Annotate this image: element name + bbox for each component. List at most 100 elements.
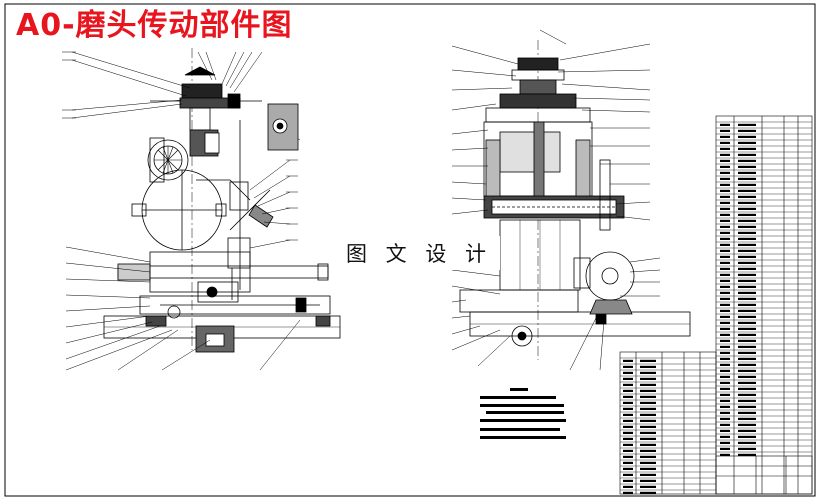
table-cell-text xyxy=(738,237,756,240)
table-cell-text xyxy=(720,375,730,378)
table-cell-text xyxy=(738,153,756,156)
table-cell-text xyxy=(720,267,730,270)
table-cell-text xyxy=(738,399,756,402)
table-cell-text xyxy=(738,219,756,222)
table-cell-text xyxy=(640,407,656,410)
table-cell-text xyxy=(640,437,656,440)
table-cell-text xyxy=(720,429,730,432)
table-cell-text xyxy=(738,261,756,264)
table-cell-text xyxy=(738,123,756,126)
table-cell-text xyxy=(720,411,730,414)
table-cell-text xyxy=(720,237,730,240)
table-cell-text xyxy=(720,297,730,300)
table-cell-text xyxy=(640,467,656,470)
table-cell-text xyxy=(720,177,730,180)
table-cell-text xyxy=(738,297,756,300)
table-cell-text xyxy=(720,315,730,318)
technical-notes xyxy=(480,388,566,439)
parts-list-left xyxy=(619,351,717,495)
table-cell-text xyxy=(738,171,756,174)
table-cell-text xyxy=(720,423,730,426)
table-cell-text xyxy=(738,159,756,162)
table-cell-text xyxy=(720,243,730,246)
table-cell-text xyxy=(640,371,656,374)
table-cell-text xyxy=(738,141,756,144)
table-cell-text xyxy=(720,381,730,384)
table-cell-text xyxy=(623,431,633,434)
table-cell-text xyxy=(738,213,756,216)
table-cell-text xyxy=(720,345,730,348)
table-cell-text xyxy=(720,387,730,390)
title-block xyxy=(715,455,813,495)
table-cell-text xyxy=(720,171,730,174)
table-cell-text xyxy=(720,351,730,354)
table-cell-text xyxy=(640,365,656,368)
table-cell-text xyxy=(720,417,730,420)
table-cell-text xyxy=(738,285,756,288)
table-cell-text xyxy=(720,147,730,150)
table-cell-text xyxy=(720,279,730,282)
table-cell-text xyxy=(720,303,730,306)
table-cell-text xyxy=(738,129,756,132)
table-cell-text xyxy=(623,437,633,440)
table-cell-text xyxy=(623,365,633,368)
table-cell-text xyxy=(640,395,656,398)
table-cell-text xyxy=(640,359,656,362)
table-cell-text xyxy=(738,165,756,168)
table-cell-text xyxy=(738,147,756,150)
table-cell-text xyxy=(738,423,756,426)
center-view xyxy=(451,29,691,371)
table-cell-text xyxy=(623,425,633,428)
table-cell-text xyxy=(738,183,756,186)
table-cell-text xyxy=(640,455,656,458)
table-cell-text xyxy=(623,443,633,446)
table-cell-text xyxy=(738,177,756,180)
table-cell-text xyxy=(640,431,656,434)
table-cell-text xyxy=(738,417,756,420)
table-cell-text xyxy=(738,327,756,330)
table-cell-text xyxy=(640,461,656,464)
table-cell-text xyxy=(738,267,756,270)
table-cell-text xyxy=(720,393,730,396)
table-cell-text xyxy=(738,135,756,138)
table-cell-text xyxy=(720,453,730,456)
table-cell-text xyxy=(720,165,730,168)
table-cell-text xyxy=(720,201,730,204)
table-cell-text xyxy=(623,383,633,386)
table-cell-text xyxy=(738,357,756,360)
table-cell-text xyxy=(640,491,656,494)
table-cell-text xyxy=(738,291,756,294)
table-cell-text xyxy=(720,195,730,198)
table-cell-text xyxy=(640,485,656,488)
table-cell-text xyxy=(738,255,756,258)
table-cell-text xyxy=(720,249,730,252)
table-cell-text xyxy=(623,485,633,488)
table-cell-text xyxy=(738,333,756,336)
table-cell-text xyxy=(623,479,633,482)
table-cell-text xyxy=(623,359,633,362)
table-cell-text xyxy=(738,411,756,414)
table-cell-text xyxy=(720,339,730,342)
table-cell-text xyxy=(720,207,730,210)
table-cell-text xyxy=(738,393,756,396)
table-cell-text xyxy=(720,363,730,366)
table-cell-text xyxy=(720,435,730,438)
table-cell-text xyxy=(720,123,730,126)
table-cell-text xyxy=(738,207,756,210)
table-cell-text xyxy=(720,273,730,276)
table-cell-text xyxy=(738,309,756,312)
table-cell-text xyxy=(640,449,656,452)
table-cell-text xyxy=(623,395,633,398)
table-cell-text xyxy=(720,309,730,312)
table-cell-text xyxy=(738,435,756,438)
table-cell-text xyxy=(738,369,756,372)
table-cell-text xyxy=(640,401,656,404)
table-cell-text xyxy=(720,369,730,372)
table-cell-text xyxy=(738,249,756,252)
table-cell-text xyxy=(640,473,656,476)
table-cell-text xyxy=(720,399,730,402)
left-view xyxy=(62,48,341,371)
table-cell-text xyxy=(623,377,633,380)
drawing-title: A0-磨头传动部件图 xyxy=(16,8,293,43)
table-cell-text xyxy=(640,383,656,386)
